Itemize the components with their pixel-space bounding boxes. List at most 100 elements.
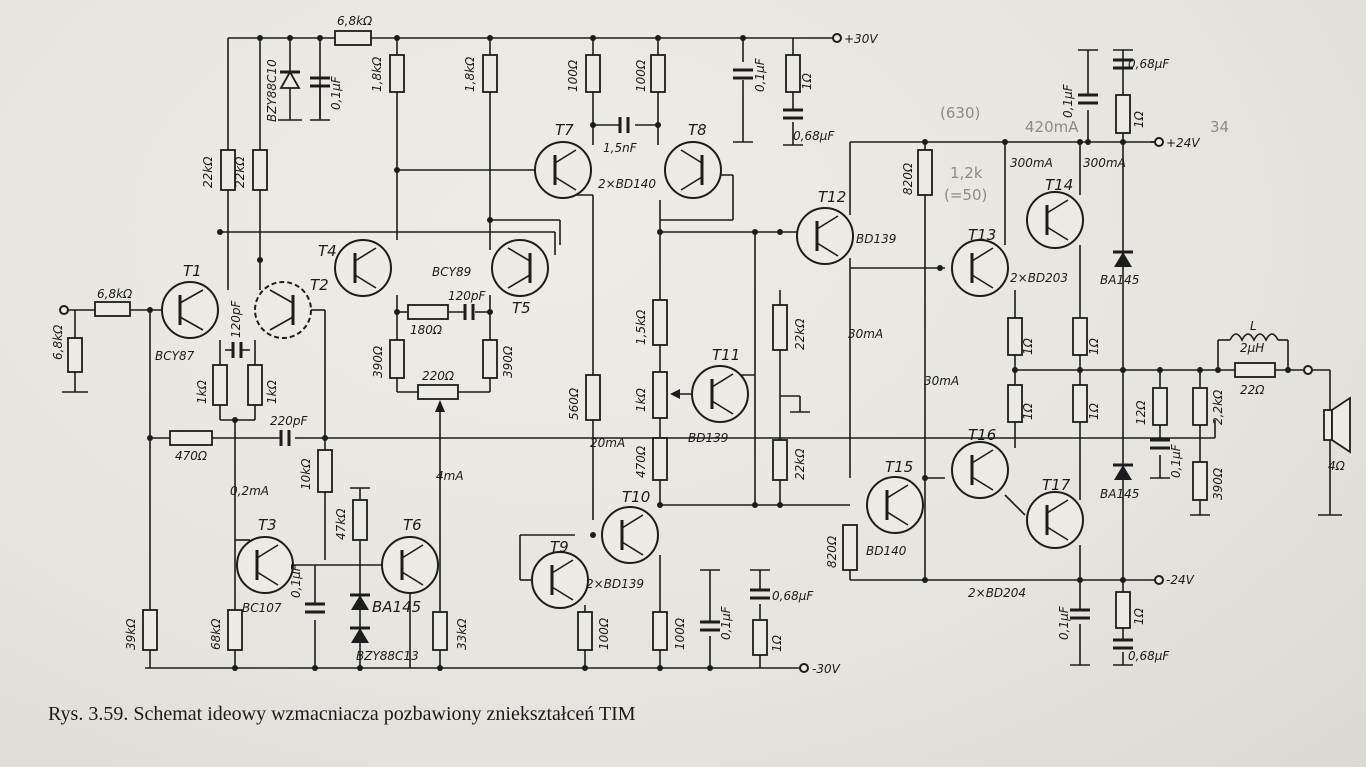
t5-ref: T5	[512, 299, 531, 317]
r-rail-label: 6,8kΩ	[337, 14, 373, 28]
r-t6b-label: 47kΩ	[334, 508, 348, 540]
r-t17e-label: 1Ω	[1087, 402, 1101, 420]
r-t7e-label: 100Ω	[566, 59, 580, 92]
output-terminal	[1303, 365, 1313, 375]
resistor	[842, 524, 858, 571]
resistor	[652, 611, 668, 651]
transistor-t14	[1026, 191, 1084, 249]
r-t5e-label: 390Ω	[501, 345, 515, 378]
r-zobel4-label: 1Ω	[1132, 607, 1146, 625]
transistor-bases	[178, 149, 1069, 601]
d-out2-label: BA145	[1100, 487, 1139, 501]
resistor	[785, 54, 801, 93]
t12-type: BD139	[856, 232, 896, 246]
r-fb-label: 470Ω	[175, 449, 208, 463]
resistor	[317, 449, 333, 493]
r-t16e-label: 1Ω	[1021, 402, 1035, 420]
d-out1-label: BA145	[1100, 273, 1139, 287]
resistor	[407, 304, 449, 320]
resistor	[652, 437, 668, 481]
resistor	[585, 54, 601, 93]
r-t4e-label: 390Ω	[371, 345, 385, 378]
r-t12c-label: 820Ω	[901, 162, 915, 195]
transistor-t7	[534, 141, 592, 199]
resistor	[252, 149, 268, 191]
d-bias-label: BA145	[372, 598, 421, 616]
transistor-t12	[796, 207, 854, 265]
resistor	[1192, 387, 1208, 426]
t16-ref: T16	[968, 426, 996, 444]
resistor	[227, 609, 243, 651]
t12-ref: T12	[818, 188, 846, 206]
output-pair-type: 2×BD204	[968, 586, 1026, 600]
inductor-ref-label: L	[1250, 319, 1257, 333]
figure-caption: Rys. 3.59. Schemat ideowy wzmacniacza po…	[48, 703, 636, 725]
current-driver2-label: 30mA	[924, 374, 959, 388]
amplifier-schematic: +30V -30V +24V -24V T1 BCY87 T2 T3 BC107…	[51, 14, 1351, 676]
transistor-t3	[236, 536, 294, 594]
terminals	[59, 33, 1313, 673]
potentiometer	[652, 371, 668, 419]
resistor	[482, 54, 498, 93]
resistor	[772, 304, 788, 351]
neg24-terminal	[1154, 575, 1164, 585]
transistor-t15	[866, 476, 924, 534]
t15-type: BD140	[866, 544, 907, 558]
t7-ref: T7	[555, 121, 574, 139]
t15-ref: T15	[885, 458, 913, 476]
inductor-value-label: 2μH	[1240, 341, 1264, 355]
r-in-series-label: 6,8kΩ	[97, 287, 133, 301]
resistor	[1072, 317, 1088, 356]
r-t2e-label: 1kΩ	[265, 379, 279, 404]
resistor	[169, 430, 213, 446]
c-zobel4-label: 0,68μF	[1128, 649, 1170, 663]
t2-ref: T2	[310, 276, 329, 294]
resistor	[352, 499, 368, 541]
transistor-t2	[254, 281, 312, 339]
r-div-bot-label: 22kΩ	[793, 448, 807, 480]
r-t4c-label: 1,8kΩ	[370, 56, 384, 92]
t3-ref: T3	[258, 516, 277, 534]
t1-ref: T1	[183, 262, 202, 280]
pos30-terminal	[832, 33, 842, 43]
t8-ref: T8	[688, 121, 707, 139]
current-out2-label: 300mA	[1083, 156, 1126, 170]
d-zener2-label: BZY88C13	[356, 649, 419, 663]
resistor	[1072, 384, 1088, 423]
t4-ref: T4	[318, 242, 337, 260]
transistor-t6	[381, 536, 439, 594]
r-t3e-label: 68kΩ	[209, 618, 223, 650]
transistor-t4	[334, 239, 392, 297]
t14-ref: T14	[1045, 176, 1073, 194]
transistor-t1	[161, 281, 219, 339]
r-t13e-label: 1Ω	[1021, 337, 1035, 355]
t1-type: BCY87	[155, 349, 195, 363]
resistor	[577, 611, 593, 651]
diodes	[279, 70, 1133, 643]
rail-pos30-label: +30V	[844, 32, 878, 46]
c-zobel2-label: 0,68μF	[772, 589, 814, 603]
pencil-note-4: (=50)	[944, 186, 987, 204]
current-t3-label: 0,2mA	[230, 484, 269, 498]
t11-type: BD139	[688, 431, 728, 445]
r-t2c-label: 22kΩ	[233, 156, 247, 188]
r-t14e-label: 1Ω	[1087, 337, 1101, 355]
r-t5c-label: 1,8kΩ	[463, 56, 477, 92]
current-driver1-label: 30mA	[848, 327, 883, 341]
pencil-note-3: 1,2k	[950, 164, 983, 182]
r-fb2-label: 10kΩ	[299, 458, 313, 490]
transistor-t13	[951, 239, 1009, 297]
transistor-symbols	[161, 141, 1084, 609]
current-vas-label: 20mA	[590, 436, 625, 450]
rail-pos24-label: +24V	[1166, 136, 1200, 150]
r-degen-label: 180Ω	[410, 323, 443, 337]
r-bias-label: 39kΩ	[124, 618, 138, 650]
t13-ref: T13	[968, 226, 996, 244]
resistor	[1152, 387, 1168, 426]
r-t1c-label: 22kΩ	[201, 156, 215, 188]
r-vas-label: 560Ω	[567, 387, 581, 420]
labels: +30V -30V +24V -24V T1 BCY87 T2 T3 BC107…	[51, 14, 1346, 676]
r-t10e-label: 100Ω	[673, 617, 687, 650]
t11-ref: T11	[712, 346, 740, 364]
t3-type: BC107	[242, 601, 282, 615]
